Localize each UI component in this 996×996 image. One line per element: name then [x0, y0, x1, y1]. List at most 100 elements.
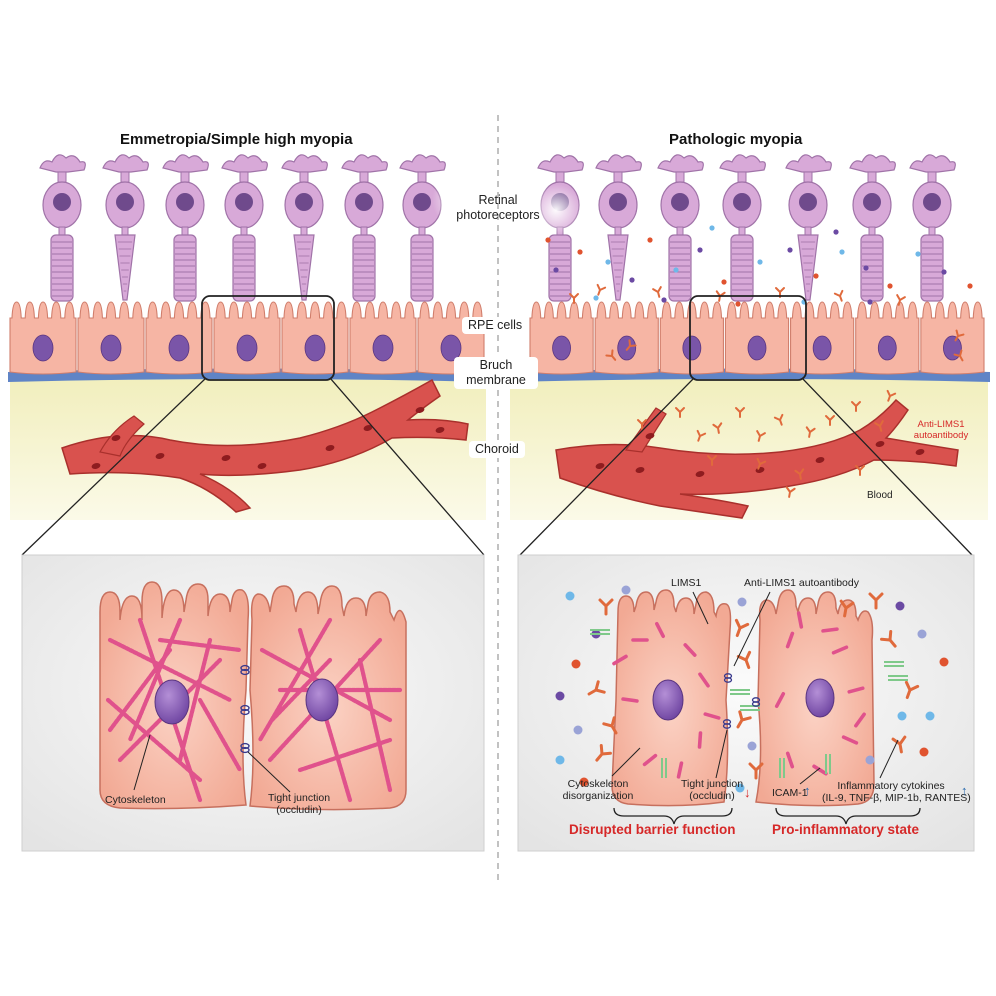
antibody-shape: [785, 486, 796, 498]
detail-cytokine: [925, 711, 935, 721]
tight-junction-icons: [240, 664, 250, 754]
antibody: [785, 486, 796, 498]
photoreceptor: [595, 154, 642, 301]
antibody-shape: [833, 289, 844, 302]
photoreceptor-nucleus: [733, 193, 751, 211]
red-blood-cell: [875, 441, 885, 447]
photoreceptor-label-glow-right: [530, 184, 582, 236]
cytokine-particle: [833, 229, 839, 235]
cytoskeleton-fragment: [774, 692, 786, 708]
fiber-strand: [157, 637, 243, 653]
antibody-shape: [953, 349, 964, 362]
detail-antibody: [602, 716, 618, 735]
antibody-shape: [874, 420, 884, 432]
detail-antibody: [748, 762, 764, 780]
pro-inflammatory-label: Pro-inflammatory state: [772, 822, 920, 837]
photoreceptor-stalk: [58, 226, 66, 236]
photoreceptor-stalk: [928, 226, 936, 236]
detail-cytokine: [565, 591, 575, 601]
photoreceptor-synapse: [537, 154, 584, 173]
cytoskeleton-fragment: [847, 686, 865, 694]
antibody: [874, 420, 884, 432]
cytokine-particle: [545, 237, 551, 243]
cytoskeleton-fragment: [841, 735, 859, 745]
cone-outer-segment: [293, 234, 315, 301]
photoreceptor: [849, 154, 896, 302]
antibody-shape: [625, 339, 637, 351]
detail-cytokine: [735, 783, 745, 793]
photoreceptor-axon: [57, 171, 67, 183]
red-blood-cell: [257, 463, 267, 469]
cytokine-particle: [673, 267, 679, 273]
left-cytoskeleton-pointer: [133, 734, 151, 791]
photoreceptor: [39, 154, 86, 302]
detail-junction-pointer: [715, 729, 728, 779]
photoreceptor-synapse: [341, 154, 388, 173]
cytoskeleton-fiber: [107, 637, 233, 703]
rpe-nucleus: [943, 335, 962, 361]
cytoskeleton-fiber: [297, 737, 393, 773]
detail-antibody-shape: [734, 618, 750, 638]
antibody-shape: [773, 413, 784, 426]
antibody: [696, 429, 707, 442]
detail-cytokine: [555, 691, 565, 701]
rpe-nucleus: [552, 335, 571, 361]
bruch-label-line1: Bruch: [479, 358, 513, 372]
icam-up-arrow: ↑: [804, 783, 811, 798]
antibody: [833, 289, 844, 302]
left-zoom-box: [201, 295, 335, 381]
detail-tight-junction-label: Tight junction (occludin): [680, 778, 744, 802]
rpe-cell: [213, 301, 281, 375]
red-blood-cell: [915, 449, 925, 455]
photoreceptor-nucleus: [53, 193, 71, 211]
left-blood-cells: [91, 407, 445, 469]
detail-cytokine: [737, 597, 747, 607]
left-photoreceptor-row: [39, 154, 446, 302]
cytokine-particle: [647, 237, 653, 243]
right-photoreceptor-row: [537, 154, 956, 302]
antibody-shape: [652, 286, 662, 298]
cytoskeleton-fragment: [683, 643, 697, 657]
antibody-shape: [794, 468, 805, 480]
photoreceptor-stalk: [360, 226, 368, 236]
left-rpe-row: [9, 301, 485, 375]
red-blood-cell: [415, 407, 425, 413]
rpe-cell: [855, 301, 920, 375]
detail-antibody-shape: [595, 744, 612, 762]
rpe-nucleus: [617, 335, 637, 361]
rpe-cell: [281, 301, 349, 375]
rpe-cell: [77, 301, 145, 375]
junction-down-arrow: ↓: [744, 785, 751, 800]
antibody: [675, 407, 685, 418]
rod-outer-segment: [50, 234, 74, 302]
photoreceptor-stalk: [240, 226, 248, 236]
antibody: [954, 329, 965, 342]
photoreceptor-nucleus: [799, 193, 817, 211]
detail-antibody: [734, 618, 750, 638]
right-detail-nucleus-b: [805, 678, 835, 718]
photoreceptor-synapse: [102, 154, 149, 173]
detail-antibody-shape: [736, 710, 752, 729]
cytoskeleton-fiber: [269, 657, 333, 723]
photoreceptor-axon: [927, 171, 937, 183]
cytoskeleton-fragment: [698, 672, 710, 688]
detail-antibody-shape: [736, 650, 752, 670]
cytoskeleton-fiber: [157, 637, 243, 653]
left-vessel-branch: [99, 415, 145, 457]
photoreceptor-nucleus: [609, 193, 627, 211]
cytokine-particle: [967, 283, 973, 289]
photoreceptor: [341, 154, 388, 302]
antibody-shape: [569, 293, 579, 304]
cytokine-particle: [605, 259, 611, 265]
photoreceptor-label-glow: [432, 172, 488, 228]
fiber-strand: [197, 697, 243, 773]
photoreceptor-synapse: [595, 154, 642, 173]
cytoskeleton-disorg-pointer: [611, 747, 641, 777]
photoreceptor-synapse: [281, 154, 328, 173]
detail-antibody-shape: [839, 599, 855, 618]
photoreceptor-nucleus: [176, 193, 194, 211]
photoreceptors-label-line1: Retinal: [478, 193, 518, 207]
detail-cytokine: [747, 741, 757, 751]
anti-lims1-tissue-line2: autoantibody: [913, 430, 969, 441]
antibody: [851, 401, 861, 412]
